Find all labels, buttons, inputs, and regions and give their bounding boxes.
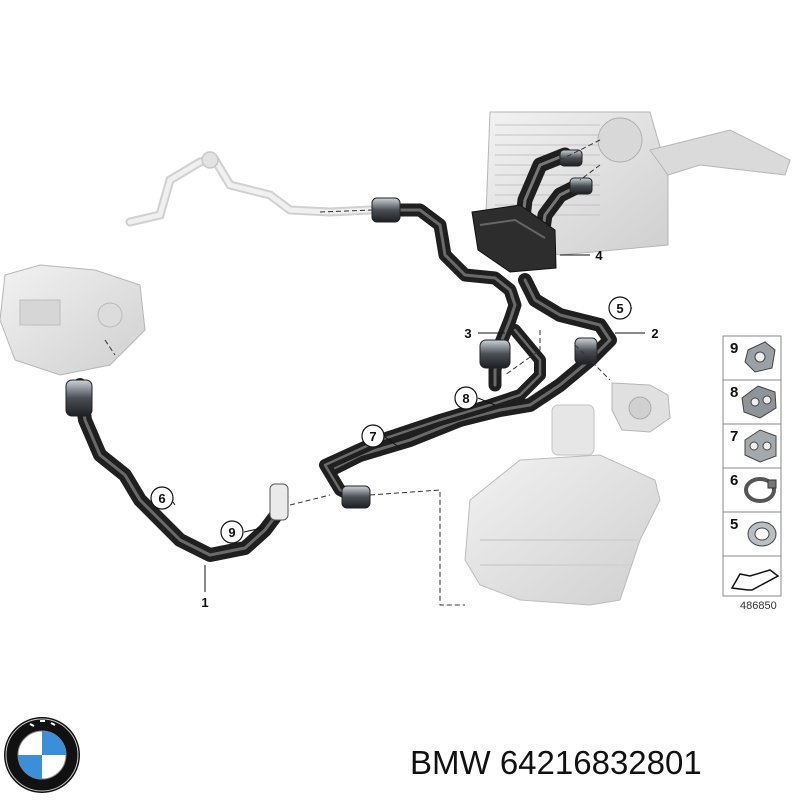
part-caption: BMW 64216832801 (410, 738, 790, 788)
callout-8-marker: 8 (454, 386, 478, 410)
callout-5: 5 (616, 301, 623, 316)
electric-coolant-pump (611, 382, 671, 433)
expansion-tank (464, 404, 661, 606)
assembly-guide-lines (104, 139, 611, 606)
callout-4: 4 (595, 248, 603, 263)
brand-name: BMW (410, 744, 491, 781)
bracket-clip-icon (744, 429, 777, 463)
callout-7: 7 (369, 429, 376, 444)
spring-clamp-icon (744, 477, 777, 503)
thin-vent-line (125, 151, 375, 227)
callout-1: 1 (201, 595, 208, 610)
callout-6-marker: 6 (150, 486, 174, 510)
legend-item-9: 9 (730, 340, 738, 357)
legend-item-6: 6 (730, 472, 738, 489)
arrow-icon (730, 569, 780, 591)
parts-legend: 9 8 7 6 5 486850 (722, 335, 782, 612)
hose-bracket (471, 204, 557, 273)
connectors (65, 149, 598, 521)
engine-block-left (0, 264, 146, 376)
callout-6: 6 (158, 491, 165, 506)
legend-item-5: 5 (730, 516, 738, 533)
callout-8: 8 (462, 391, 469, 406)
part-number: 64216832801 (499, 744, 702, 781)
bmw-logo (4, 717, 80, 793)
legend-item-8: 8 (730, 384, 738, 401)
callout-3: 3 (464, 326, 471, 341)
hose-clamp-icon (747, 521, 777, 547)
legend-item-7: 7 (730, 428, 738, 445)
callout-2: 2 (651, 326, 658, 341)
callout-7-marker: 7 (361, 424, 385, 448)
hose-clip-icon (744, 341, 776, 373)
catalog-number: 486850 (740, 600, 777, 612)
callout-5-marker: 5 (608, 296, 632, 320)
callout-9-marker: 9 (220, 520, 244, 544)
double-clip-icon (741, 385, 777, 419)
callout-9: 9 (228, 525, 235, 540)
